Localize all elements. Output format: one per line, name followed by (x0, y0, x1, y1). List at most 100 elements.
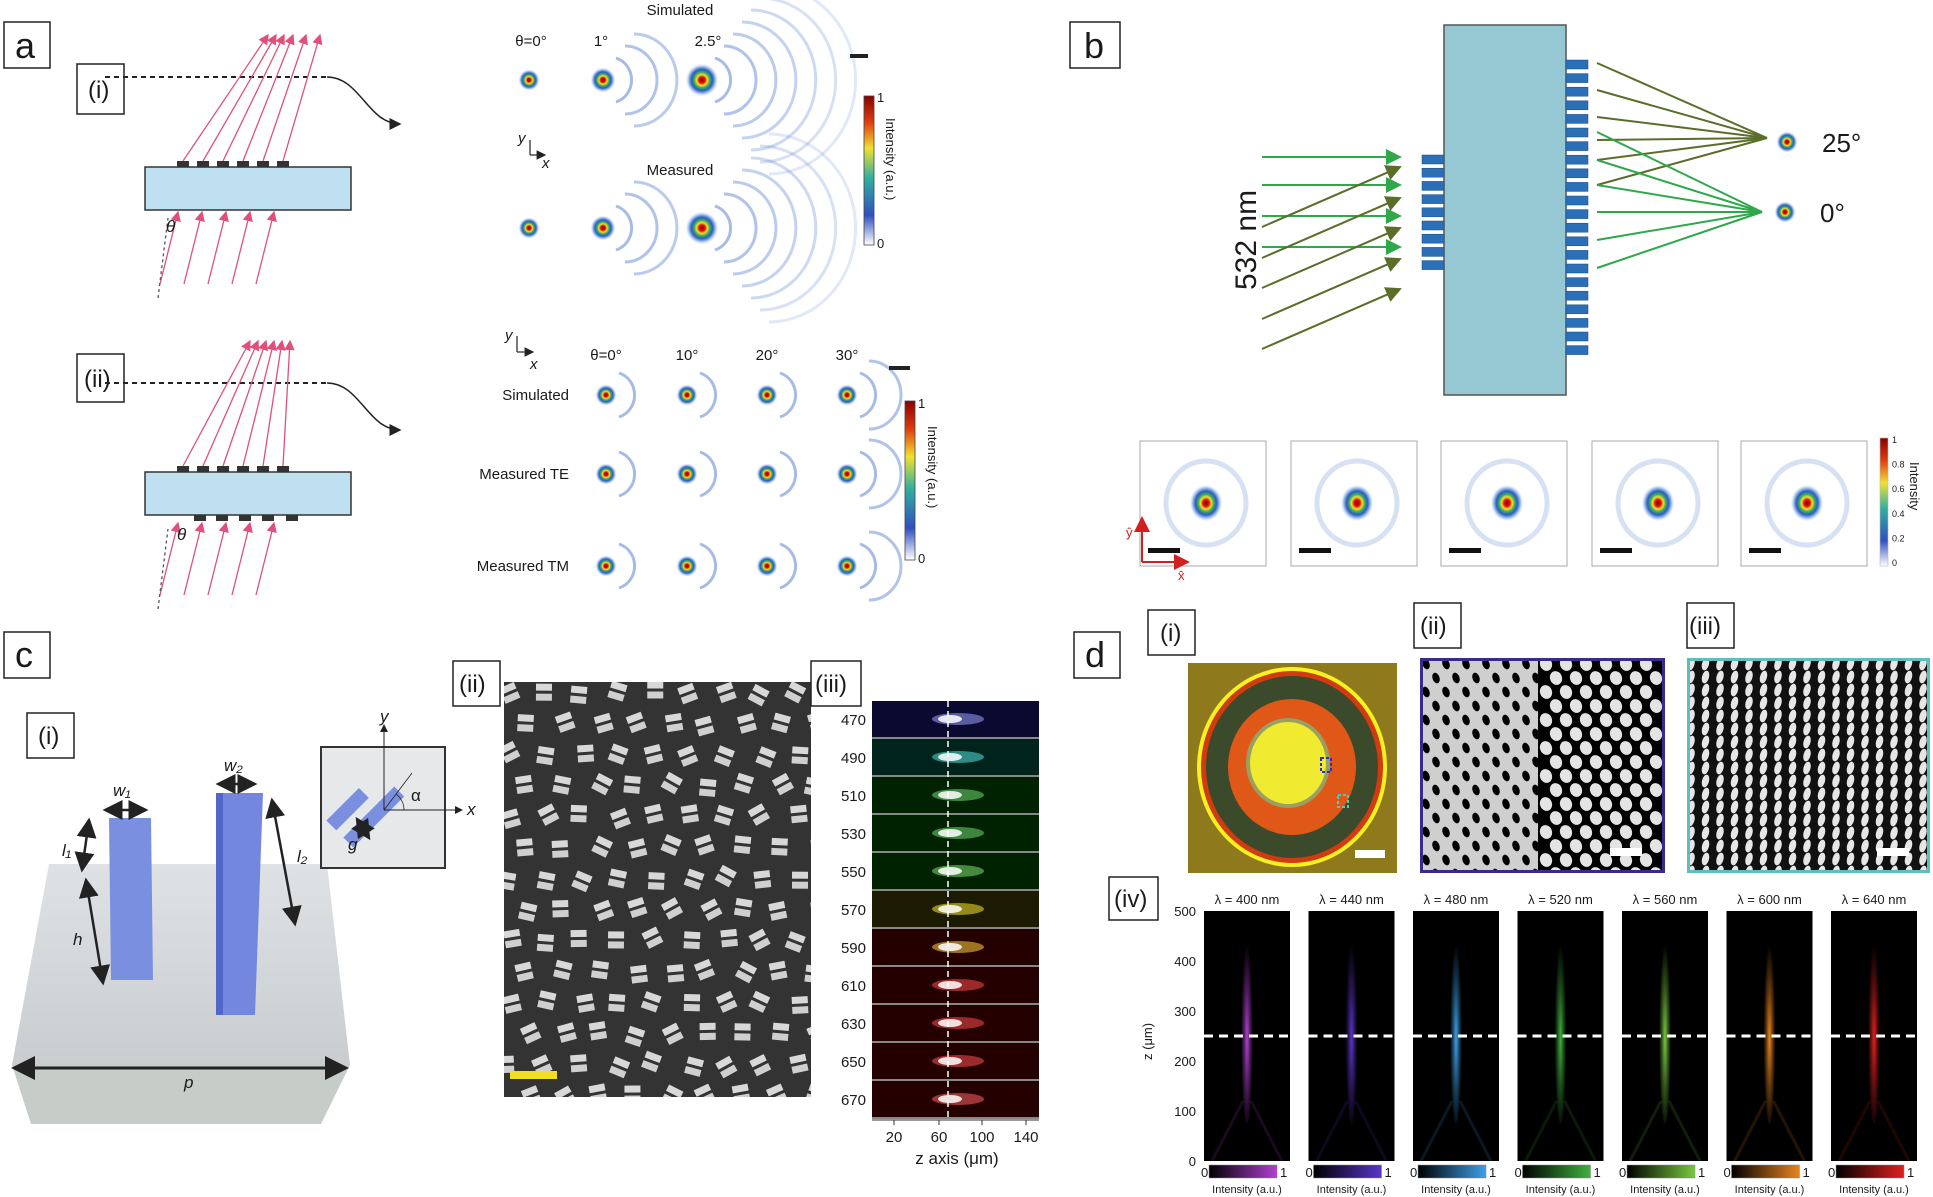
nanohole (1432, 728, 1440, 740)
nanopillar (631, 974, 649, 984)
colorbar (1731, 1164, 1800, 1179)
nanopillar (719, 691, 737, 704)
nanopillar (607, 878, 625, 889)
nanopillar (1716, 839, 1724, 853)
sem-features (1687, 658, 1927, 873)
nanopillar (1904, 670, 1913, 684)
nanopillar-pair (753, 870, 772, 889)
focal-spot-core (595, 384, 617, 406)
nanopillar (1788, 735, 1797, 749)
nanopillar (1861, 722, 1869, 736)
nanopillar (1549, 811, 1563, 825)
panel-a-ii-label: (ii) (84, 366, 111, 393)
nanopillar (748, 928, 766, 943)
focal-spot-core (676, 463, 698, 485)
nanopillar (1649, 839, 1663, 853)
nanopillar (1730, 761, 1739, 775)
nanohole (1502, 658, 1510, 670)
nanopillar-pair (519, 1022, 542, 1045)
nanopillar-pair (810, 900, 811, 910)
incident-beam-oblique (1261, 257, 1402, 320)
focal-spot-image-2 (1440, 440, 1568, 567)
nanohole (1442, 770, 1450, 782)
nanopillar (1846, 761, 1855, 775)
nanopillar (769, 1092, 788, 1097)
nanopillar (735, 897, 753, 908)
nanopillar-input (1421, 220, 1445, 231)
nanohole (1482, 798, 1490, 810)
nanohole (1502, 854, 1510, 866)
nanopillar (666, 964, 684, 973)
nanopillar (647, 691, 664, 699)
diffraction-ring (618, 450, 637, 498)
colorbar-max: 1 (1907, 1165, 1914, 1180)
diffraction-ring (859, 371, 878, 419)
row-separator (872, 813, 1039, 815)
nanopillar (1817, 735, 1826, 749)
nanopillar (1599, 853, 1613, 867)
nanopillar (772, 1022, 790, 1032)
nanopillar-pair (748, 928, 771, 952)
focal-spot-core (756, 555, 778, 577)
nanohole (1452, 672, 1460, 684)
diffraction-ring (750, 156, 818, 300)
nanopillar (714, 873, 733, 888)
focal-spot-peak (938, 791, 962, 799)
nanopillar (1701, 826, 1710, 840)
nanopillar (504, 1055, 514, 1064)
colorbar-max: 1 (1489, 1165, 1496, 1180)
focal-spot-peak (938, 829, 962, 837)
panel-d-i-optical-image (1188, 663, 1397, 873)
nanopillar (577, 1003, 595, 1013)
nanopillar-pair (804, 964, 811, 984)
nanopillar (595, 772, 614, 787)
nanopillar-pair (520, 1085, 542, 1097)
nanopillar (516, 784, 534, 795)
nanohole (1442, 742, 1450, 754)
nanopillar (1549, 671, 1563, 685)
panel-b-metasurfaces (1421, 59, 1589, 355)
nanohole (1492, 840, 1500, 852)
nanopillar (660, 843, 678, 856)
nanopillar (646, 813, 664, 824)
nanopillar (611, 743, 629, 756)
angle-header-1: 10° (676, 347, 699, 364)
map-title: λ = 640 nm (1842, 892, 1907, 907)
focal-beam (1868, 934, 1880, 1124)
nanopillar (792, 1006, 809, 1014)
map-title: λ = 520 nm (1528, 892, 1593, 907)
panel-d-iv-ylabel: z (μm) (1140, 1023, 1155, 1060)
row-separator (872, 1041, 1039, 1043)
nanopillar-output (1565, 195, 1589, 206)
nanopillar (535, 693, 552, 701)
nanopillar (1730, 813, 1739, 827)
nanopillar (1890, 683, 1898, 697)
nanopillar (715, 1055, 733, 1070)
nanopillar (552, 850, 569, 858)
panel-a-i-spot-0 (518, 69, 540, 91)
nanopillar (536, 943, 554, 952)
nanopillar (1919, 787, 1927, 801)
y-tick-label: 300 (1174, 1004, 1196, 1019)
nanopillar (610, 682, 628, 693)
nanohole (1482, 770, 1490, 782)
scale-bar (1610, 848, 1642, 856)
nanopillar (1745, 670, 1753, 684)
nanopillar (1919, 774, 1927, 788)
nanohole (1472, 728, 1480, 740)
nanopillar (575, 870, 593, 884)
nanopillar (570, 1064, 588, 1073)
nanopillar (630, 964, 647, 974)
nanopillar (552, 899, 569, 908)
nanopillar (645, 935, 664, 949)
output-ray (262, 33, 308, 162)
incident-ray (159, 210, 181, 285)
nanopillar (559, 1031, 577, 1043)
wavelength-label: 650 (841, 1054, 866, 1071)
dim-l2-arrow (265, 797, 302, 927)
nanopillar-pair (700, 898, 723, 921)
nanopillar-pair (713, 745, 735, 767)
nanopillar (1832, 761, 1840, 775)
nanopillar (1817, 852, 1826, 866)
